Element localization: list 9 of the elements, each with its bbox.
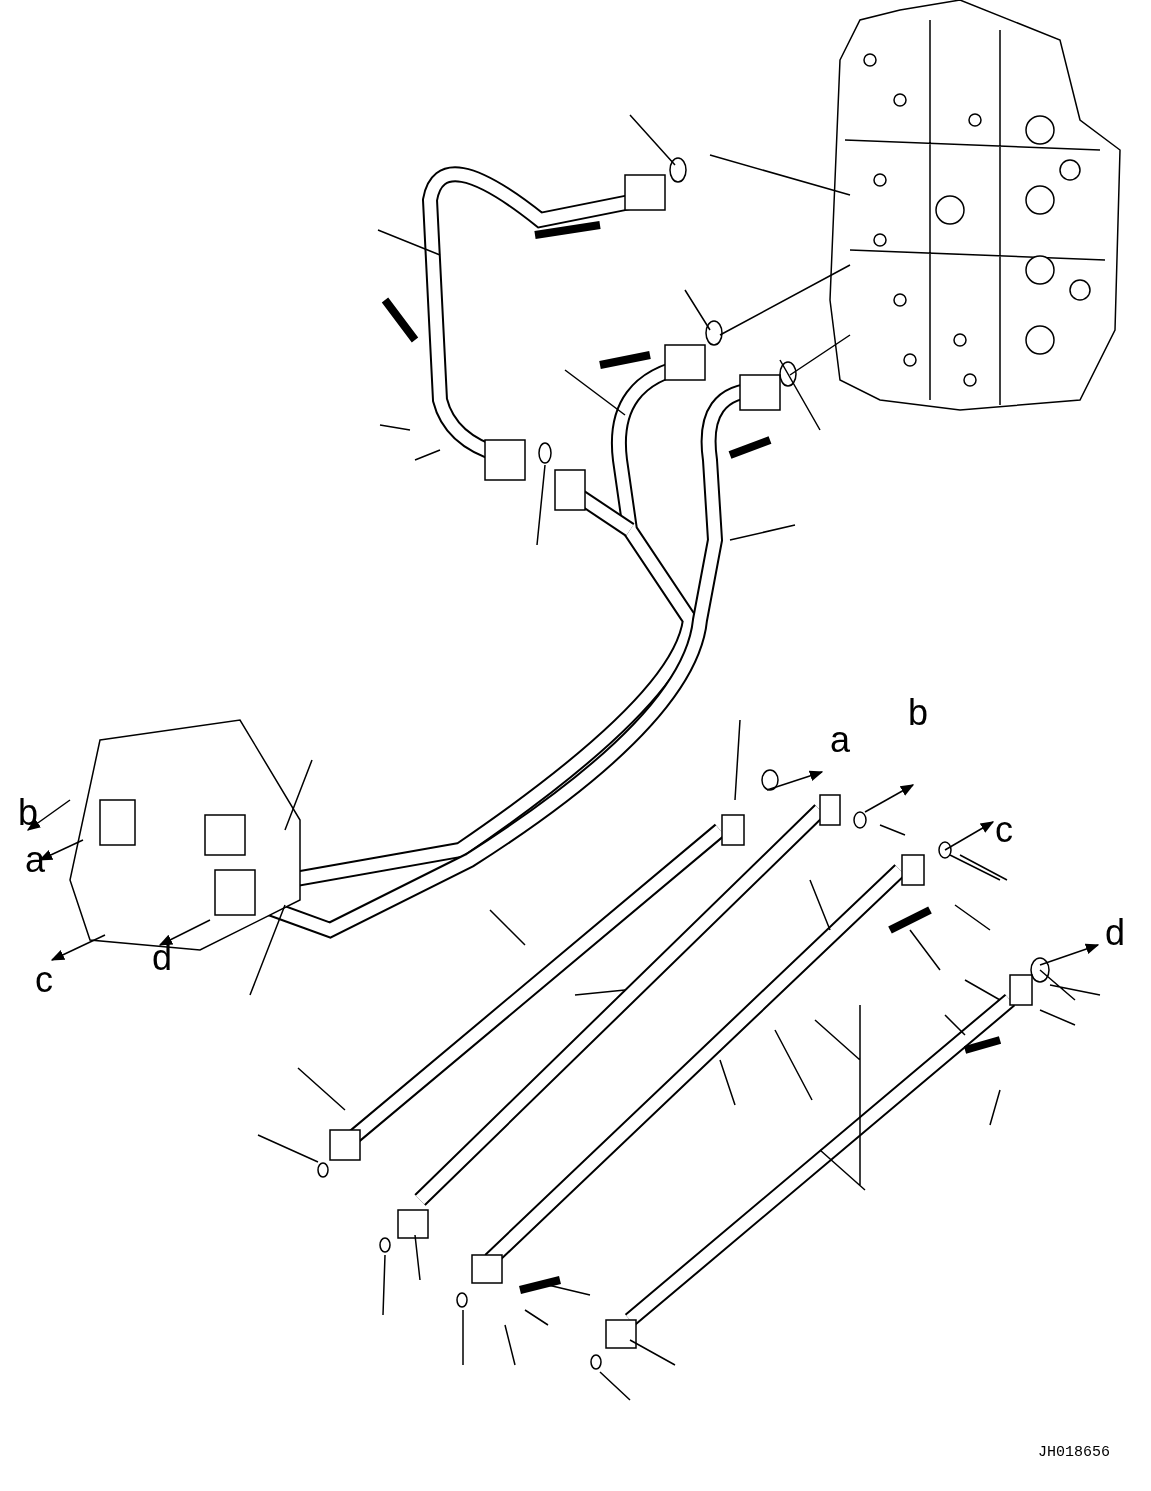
drawing-code: JH018656 [1038, 1445, 1110, 1460]
reference-letter: c [35, 962, 53, 998]
reference-letter: c [995, 812, 1013, 848]
reference-letter: b [18, 795, 39, 831]
reference-letter: a [830, 722, 851, 758]
reference-letter: d [152, 940, 173, 976]
reference-letter: d [1105, 915, 1126, 951]
reference-letter: b [908, 695, 929, 731]
reference-letter: a [25, 842, 46, 878]
